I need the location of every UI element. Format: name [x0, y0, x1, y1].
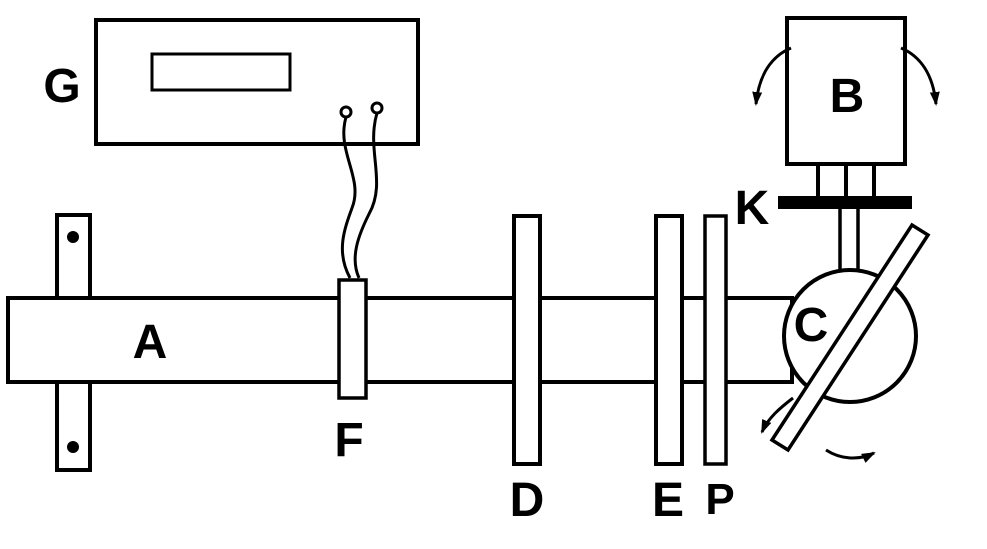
label-A: A — [133, 316, 168, 369]
rotation-arrow-C-right — [825, 448, 876, 463]
label-P: P — [705, 475, 734, 524]
label-D: D — [510, 474, 545, 527]
rotation-arrow-B-right — [900, 46, 940, 106]
bolt-bottom-dot — [67, 441, 79, 453]
label-G: G — [43, 60, 80, 113]
mirror-plate — [769, 222, 931, 453]
label-K: K — [735, 182, 770, 235]
rotation-arrow-B-left — [752, 46, 792, 106]
detector-box-B — [785, 16, 907, 166]
plate-D — [512, 214, 542, 466]
rotation-arrow-C-left — [760, 396, 794, 434]
bar-K — [778, 196, 912, 209]
label-E: E — [652, 474, 684, 527]
element-F — [337, 278, 368, 400]
terminal-left — [339, 105, 353, 119]
plate-P — [703, 214, 728, 466]
lead-wire-right — [353, 112, 379, 279]
instrument-display-window — [150, 52, 292, 92]
label-B: B — [830, 70, 865, 123]
label-C: C — [794, 299, 829, 352]
terminal-right — [370, 101, 384, 115]
label-F: F — [334, 414, 363, 467]
plate-E — [654, 214, 684, 466]
lead-wire-left — [340, 116, 357, 279]
bolt-top-dot — [67, 231, 79, 243]
